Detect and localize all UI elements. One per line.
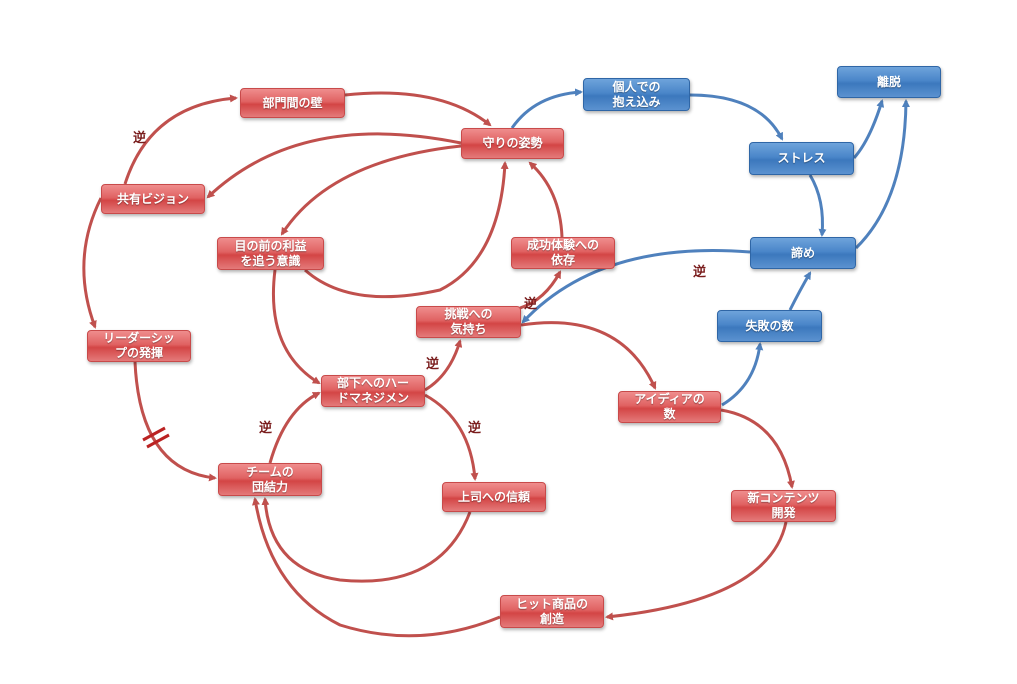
edge-giveup-to-challenge [521,248,751,324]
edge-defense-to-profit [280,144,462,236]
node-kyoyu: 共有ビジョン [101,184,205,214]
edge-hard-to-trust [424,393,479,481]
node-chosen: 挑戦への 気持ち [416,306,521,338]
node-ridatsu: 離脱 [837,66,941,98]
delay-mark [142,426,170,449]
node-hard: 部下へのハー ドマネジメン [321,375,425,407]
edge-team-to-hard [268,391,321,464]
node-bumonkan: 部門間の壁 [240,88,345,118]
edge-defense-to-individual [510,88,583,129]
node-joshi: 上司への信頼 [442,482,546,512]
edge-vision-to-wall [123,94,238,185]
edge-challenge-to-success [519,270,562,310]
node-stress: ストレス [749,142,854,175]
edge-stress-to-leave [852,99,885,159]
edge-stress-to-giveup [808,174,827,237]
node-leader: リーダーシッ プの発揮 [87,330,191,362]
edge-defense-to-vision [206,132,462,199]
edge-idea-to-failure [721,342,764,407]
edge-trust-to-team [261,497,472,583]
node-shin: 新コンテンツ 開発 [731,490,836,522]
reverse-label: 逆 [259,421,273,436]
edge-success-to-defense [528,161,564,238]
reverse-label: 逆 [524,297,538,312]
edge-hard-to-challenge [424,339,463,392]
reverse-label: 逆 [693,265,707,280]
edge-failure-to-giveup [788,271,812,311]
edge-idea-to-newcontent [720,408,795,489]
edge-challenge-to-idea [520,321,657,390]
edge-vision-to-leader [82,197,103,329]
edge-individual-to-stress [689,93,784,141]
node-seiko: 成功体験への 依存 [511,237,615,269]
node-hit: ヒット商品の 創造 [500,595,604,628]
reverse-label: 逆 [426,357,440,372]
reverse-label: 逆 [133,131,147,146]
node-idea: アイディアの 数 [618,391,721,423]
edge-giveup-to-leave [854,99,910,250]
edge-profit-to-defense [304,161,509,299]
node-mamori: 守りの姿勢 [461,128,564,159]
edge-wall-to-defense [344,91,492,127]
edge-hit-to-team [252,497,501,638]
node-akirame: 諦め [750,237,856,269]
edge-leader-to-team [133,361,217,482]
edge-newcontent-to-hit [605,521,788,621]
node-rieki: 目の前の利益 を追う意識 [217,237,324,270]
node-kojin: 個人での 抱え込み [583,78,690,111]
node-shippai: 失敗の数 [717,310,822,342]
edge-profit-to-hard [271,269,321,385]
reverse-label: 逆 [468,421,482,436]
node-team: チームの 団結力 [218,463,322,496]
